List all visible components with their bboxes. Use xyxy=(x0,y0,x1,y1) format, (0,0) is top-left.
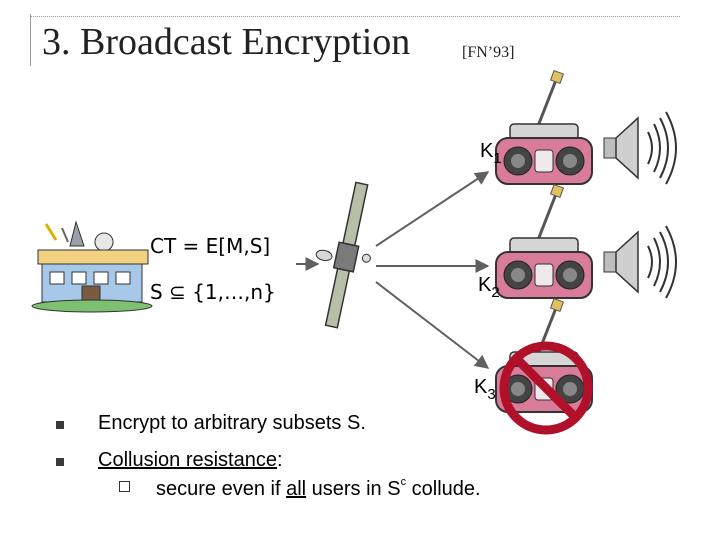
arrow-to-receiver-3 xyxy=(375,281,490,369)
bullet-square-icon xyxy=(56,458,64,466)
key-label-2: K2 xyxy=(478,274,500,301)
prohibited-icon xyxy=(499,341,593,435)
key-label-3: K3 xyxy=(474,376,496,403)
bullet-square-icon xyxy=(56,421,64,429)
bullet-list: Encrypt to arbitrary subsets S. Collusio… xyxy=(40,412,680,515)
bullet-item: Encrypt to arbitrary subsets S. xyxy=(40,412,680,435)
key-label-1: K1 xyxy=(480,140,502,167)
title-rule-top xyxy=(30,16,680,18)
radio-icon xyxy=(494,69,594,186)
subset-label: S ⊆ {1,…,n} xyxy=(150,280,276,304)
title-rule xyxy=(30,14,31,66)
radio-icon xyxy=(494,183,594,300)
ciphertext-label: CT = E[M,S] xyxy=(150,234,271,258)
broadcaster-building-icon xyxy=(31,220,153,313)
page-title: 3. Broadcast Encryption xyxy=(42,21,411,63)
sub-bullet-item: secure even if all users in Sc collude. xyxy=(98,476,680,501)
citation: [FN’93] xyxy=(462,44,515,61)
bullet-item: Collusion resistance: secure even if all… xyxy=(40,449,680,501)
satellite-icon xyxy=(315,181,371,329)
hollow-square-icon xyxy=(119,481,130,492)
arrow-to-receiver-1 xyxy=(375,171,490,247)
speaker-icon xyxy=(603,111,677,185)
speaker-icon xyxy=(603,225,677,299)
